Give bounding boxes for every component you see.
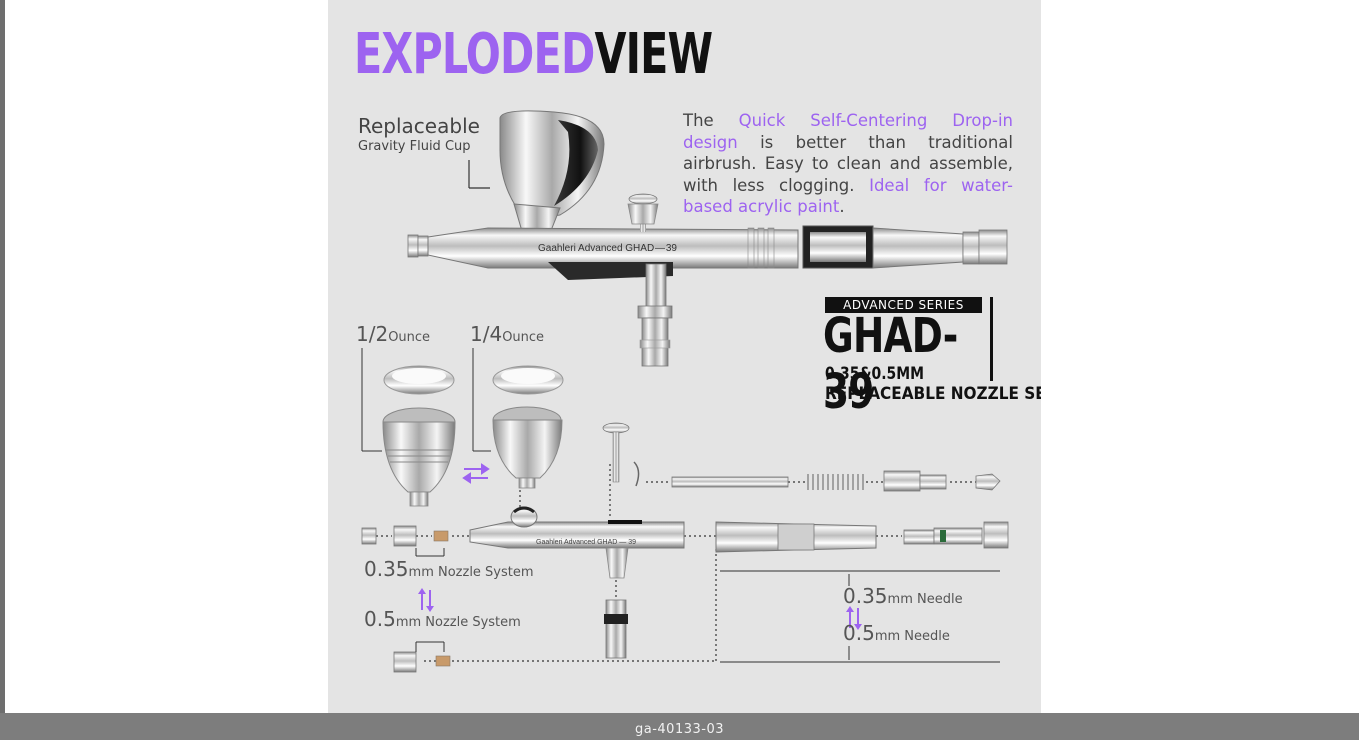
series-nozzle-sizes: 0.35&0.5MM	[825, 364, 924, 384]
needle-05-unit: mm	[874, 629, 901, 644]
nozzle-035-label: 0.35mm Nozzle System	[364, 557, 534, 581]
quarter-ounce-value: 1/4	[470, 322, 503, 346]
quarter-ounce-cup	[472, 348, 564, 489]
desc-highlight-2: Ideal for water-based acrylic paint	[683, 175, 1013, 217]
quarter-ounce-unit: Ounce	[502, 330, 545, 345]
main-airbrush	[407, 110, 1008, 367]
title-view: VIEW	[594, 22, 713, 87]
nozzle-05-unit: mm	[395, 615, 422, 630]
nozzle-035-unit: mm	[408, 565, 434, 580]
desc-text-1: The	[683, 111, 739, 130]
desc-text-2: is better than traditional airbrush. Eas…	[683, 132, 1013, 195]
nozzle-05-value: 0.5	[364, 607, 396, 631]
nozzle-05-label: 0.5mm Nozzle System	[364, 607, 521, 631]
series-badge: ADVANCED SERIES	[825, 297, 982, 313]
series-model-name: GHAD-39	[823, 308, 958, 420]
desc-highlight-1: Quick Self-Centering Drop-in design	[683, 111, 1013, 152]
viewer-caption-bar: ga-40133-03	[0, 713, 1359, 740]
viewer-left-border	[0, 0, 5, 740]
needle-05-label: 0.5mm Needle	[843, 621, 950, 645]
poster-illustration: Gaahleri Advanced GHAD — 39 Gaahleri Adv…	[361, 110, 1009, 673]
exploded-airbrush-parts	[361, 422, 1009, 673]
image-caption: ga-40133-03	[635, 722, 724, 737]
needle-05-text: Needle	[900, 629, 950, 644]
series-divider	[990, 297, 993, 381]
poster-title: EXPLODEDVIEW	[354, 22, 713, 87]
replaceable-label: Replaceable	[358, 114, 480, 138]
needle-035-label: 0.35mm Needle	[843, 584, 963, 608]
half-ounce-label: 1/2Ounce	[356, 322, 430, 346]
cup-swap-arrows	[462, 463, 490, 484]
body-engraving-small: Gaahleri Advanced GHAD — 39	[536, 539, 636, 546]
nozzle-05-text: Nozzle System	[421, 615, 521, 630]
half-ounce-value: 1/2	[356, 322, 389, 346]
needle-callouts	[846, 574, 862, 660]
needle-035-text: Needle	[912, 592, 963, 607]
nozzle-035-text: Nozzle System	[433, 565, 534, 580]
needle-05-value: 0.5	[843, 621, 875, 645]
product-poster: Gaahleri Advanced GHAD — 39 Gaahleri Adv…	[328, 0, 1041, 713]
exploded-guide-lines	[376, 464, 976, 662]
needle-035-unit: mm	[887, 592, 913, 607]
body-engraving: Gaahleri Advanced GHAD — 39	[538, 243, 677, 254]
quarter-ounce-label: 1/4Ounce	[470, 322, 544, 346]
gravity-fluid-cup-label: Gravity Fluid Cup	[358, 139, 471, 154]
nozzle-callouts	[415, 548, 445, 652]
desc-text-3: .	[839, 197, 845, 216]
design-description: The Quick Self-Centering Drop-in design …	[683, 110, 1013, 218]
half-ounce-cup	[361, 348, 456, 507]
nozzle-035-value: 0.35	[364, 557, 409, 581]
half-ounce-unit: Ounce	[388, 330, 431, 345]
series-replaceable-sets: REPLACEABLE NOZZLE SETS	[825, 384, 1041, 404]
title-exploded: EXPLODED	[354, 22, 595, 87]
needle-035-value: 0.35	[843, 584, 888, 608]
cup-callout-line	[468, 160, 490, 189]
